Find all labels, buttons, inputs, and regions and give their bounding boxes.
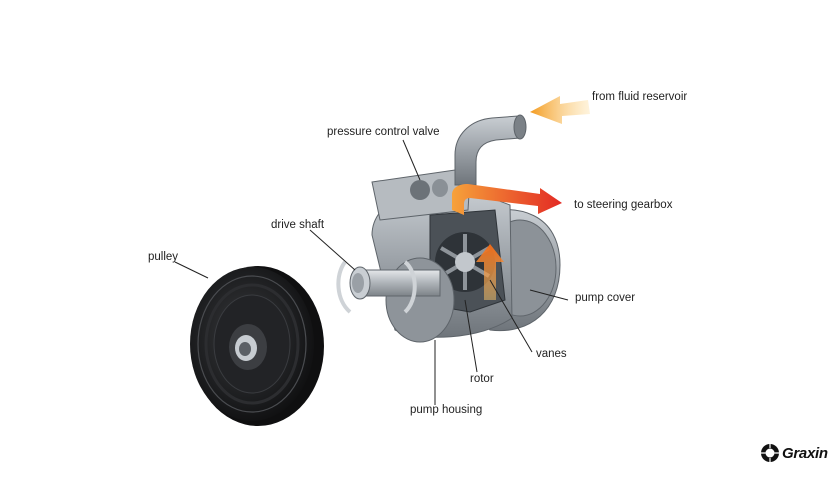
label-from-fluid-reservoir: from fluid reservoir [592, 91, 688, 103]
label-pump-housing: pump housing [410, 404, 483, 416]
label-pump-cover: pump cover [575, 292, 636, 304]
tire-icon [761, 444, 779, 462]
leader-lines [174, 139, 569, 405]
label-pressure-control-valve: pressure control valve [327, 126, 440, 138]
label-to-steering-gearbox: to steering gearbox [574, 199, 673, 211]
pump-body [349, 114, 561, 343]
flow-arrow-up [476, 244, 504, 300]
brand-logo: Graxin [760, 438, 836, 468]
logo-text: Graxin [782, 444, 828, 462]
pulley-part [190, 266, 324, 426]
label-pulley: pulley [148, 251, 179, 263]
label-rotor: rotor [470, 373, 494, 385]
label-vanes: vanes [536, 348, 567, 360]
rotation-arrows [336, 260, 417, 314]
flow-arrow-in [530, 96, 590, 124]
label-drive-shaft: drive shaft [271, 219, 325, 231]
flow-arrow-out [452, 184, 562, 215]
